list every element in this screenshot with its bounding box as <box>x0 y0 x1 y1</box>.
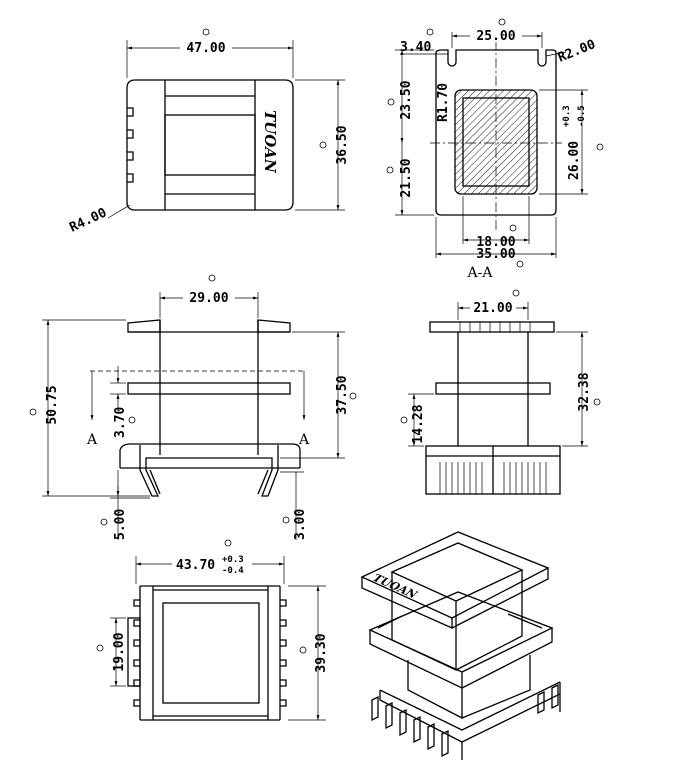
side-top-width: 21.00 <box>473 301 512 316</box>
top-width-dim: 47.00 <box>186 41 225 56</box>
isometric-view: TUOAN <box>360 531 561 760</box>
section-upper-dim: 23.50 <box>399 80 414 119</box>
front-view: A A 29.00 50.75 37.50 3.70 5.00 3.00 <box>29 274 357 540</box>
top-height-dim: 36.50 <box>335 125 350 164</box>
bottom-tol-down: -0.4 <box>222 566 244 576</box>
bottom-height: 39.30 <box>314 633 329 672</box>
section-inner-radius: R1.70 <box>436 83 451 122</box>
side-height: 32.38 <box>577 372 592 411</box>
section-window-width: 18.00 <box>476 235 515 250</box>
bottom-width: 43.70 <box>176 558 215 573</box>
brand-logo-iso: TUOAN <box>370 572 420 602</box>
section-mark-a-left: A <box>86 432 98 448</box>
front-pin-left: 5.00 <box>113 509 128 540</box>
section-slot-dim: 3.40 <box>400 40 431 55</box>
section-title: A-A <box>467 265 494 281</box>
section-mark-a-right: A <box>298 432 310 448</box>
section-tol-down: -0.5 <box>577 105 587 127</box>
side-view: 21.00 32.38 14.28 <box>400 289 601 495</box>
brand-logo-top: TUOAN <box>261 110 279 174</box>
section-lower-dim: 21.50 <box>399 158 414 197</box>
front-total-height: 50.75 <box>45 385 60 424</box>
top-radius-dim: R4.00 <box>67 205 109 235</box>
bottom-tol-up: +0.3 <box>222 555 244 565</box>
section-view: 25.00 3.40 R2.00 23.50 21.50 R1.70 26.00… <box>386 18 604 281</box>
bottom-window-height: 19.00 <box>112 632 127 671</box>
top-view: TUOAN 47.00 36.50 R4.00 <box>67 28 350 236</box>
section-window-height: 26.00 <box>567 141 582 180</box>
bottom-view: 43.70 +0.3 -0.4 19.00 39.30 <box>96 539 329 721</box>
section-span-dim: 25.00 <box>476 29 515 44</box>
section-corner-radius: R2.00 <box>556 37 598 66</box>
front-top-width: 29.00 <box>189 291 228 306</box>
front-body-height: 37.50 <box>335 375 350 414</box>
side-base-height: 14.28 <box>411 404 426 443</box>
front-pin-right: 3.00 <box>293 509 308 540</box>
section-tol-up: +0.3 <box>562 105 572 127</box>
section-outer-width: 35.00 <box>476 247 515 262</box>
front-flange-thickness: 3.70 <box>113 407 128 438</box>
